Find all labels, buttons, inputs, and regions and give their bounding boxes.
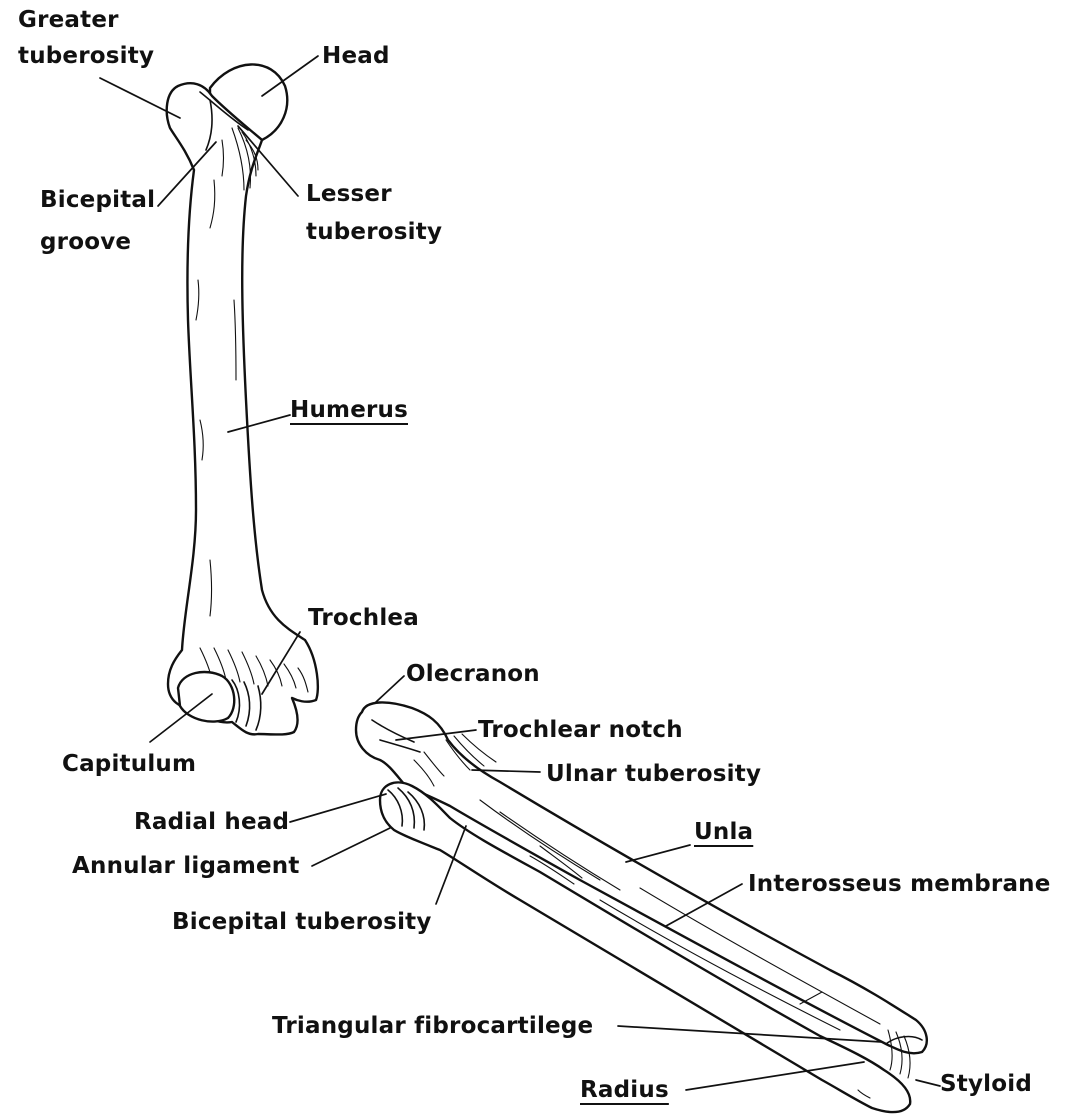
label-trochlea: Trochlea bbox=[308, 604, 419, 632]
label-trochlear-notch: Trochlear notch bbox=[478, 716, 683, 744]
label-lesser-tuberosity-line1: Lesser bbox=[306, 180, 392, 208]
label-humerus: Humerus bbox=[290, 396, 408, 424]
label-bicepital-groove-line1: Bicepital bbox=[40, 186, 155, 214]
label-radius: Radius bbox=[580, 1076, 669, 1104]
label-radial-head: Radial head bbox=[134, 808, 289, 836]
label-styloid: Styloid bbox=[940, 1070, 1032, 1098]
label-lesser-tuberosity-line2: tuberosity bbox=[306, 218, 442, 246]
label-olecranon: Olecranon bbox=[406, 660, 540, 688]
label-capitulum: Capitulum bbox=[62, 750, 196, 778]
label-bicepital-groove-line2: groove bbox=[40, 228, 131, 256]
label-annular-ligament: Annular ligament bbox=[72, 852, 300, 880]
label-triangular-fibrocartilege: Triangular fibrocartilege bbox=[272, 1012, 593, 1040]
radius-bone bbox=[380, 782, 910, 1112]
label-ulnar-tuberosity: Ulnar tuberosity bbox=[546, 760, 761, 788]
label-head: Head bbox=[322, 42, 390, 70]
label-interosseus-membrane: Interosseus membrane bbox=[748, 870, 1051, 898]
label-greater-tuberosity-line2: tuberosity bbox=[18, 42, 154, 70]
label-unla: Unla bbox=[694, 818, 753, 846]
label-bicepital-tuberosity: Bicepital tuberosity bbox=[172, 908, 432, 936]
label-greater-tuberosity-line1: Greater bbox=[18, 6, 119, 34]
